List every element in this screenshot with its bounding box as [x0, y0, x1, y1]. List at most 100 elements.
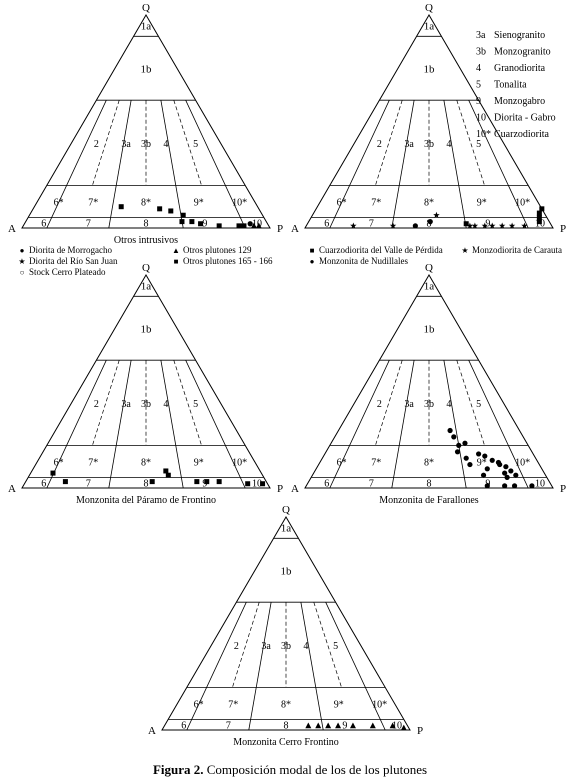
field-label-7: 7	[369, 479, 374, 490]
ratio-line-35	[393, 360, 415, 478]
ratio-line-90	[468, 100, 524, 218]
legend-symbol-label: Diorita del Río San Juan	[29, 256, 118, 266]
ratio-line-65	[300, 602, 322, 720]
vertex-label-q: Q	[425, 262, 433, 274]
field-label-9: 9	[485, 219, 490, 230]
field-label-1b: 1b	[141, 323, 153, 335]
legend-field-name: Tonalita	[494, 80, 527, 91]
triangle-point	[325, 722, 332, 729]
square-point	[241, 223, 247, 229]
ratio-line-35	[110, 360, 132, 478]
field-label-6: 6	[324, 479, 329, 490]
square-point	[245, 481, 251, 487]
ratio-line-low-35	[108, 477, 112, 489]
diagram-title: Monzonita de Farallones	[379, 495, 479, 506]
figure-caption-label: Figura 2.	[152, 762, 204, 777]
ratio-line-35	[110, 100, 132, 218]
triangle-outline	[304, 14, 554, 229]
star-point	[481, 222, 488, 229]
field-label-5: 5	[333, 641, 338, 652]
ratio-line-65	[160, 360, 182, 478]
circle-point	[484, 483, 490, 489]
field-label-8-star: 8*	[141, 197, 151, 208]
square-point	[198, 221, 204, 227]
square-point	[157, 206, 163, 212]
star-point	[466, 222, 474, 229]
dashed-line-23	[375, 360, 403, 446]
ratio-line-10	[191, 602, 247, 720]
field-label-6: 6	[41, 479, 46, 490]
field-label-6-star: 6*	[54, 457, 64, 468]
ratio-line-90	[325, 602, 381, 720]
legend-symbol: ■	[174, 257, 179, 266]
field-label-7: 7	[86, 219, 91, 230]
ratio-line-65	[443, 100, 465, 218]
field-label-3b: 3b	[141, 139, 151, 150]
field-label-1a: 1a	[424, 281, 435, 293]
field-label-5: 5	[193, 139, 198, 150]
ratio-line-low-10	[329, 477, 336, 489]
field-label-9: 9	[202, 479, 207, 490]
ratio-line-35	[393, 100, 415, 218]
dashed-line-78	[456, 360, 485, 446]
field-label-8-star: 8*	[424, 457, 434, 468]
field-label-6-star: 6*	[337, 197, 347, 208]
legend-symbol: ★	[461, 246, 468, 255]
circle-point	[462, 440, 468, 446]
legend-field-name: Cuarzodiorita	[494, 129, 550, 140]
circle-point	[463, 455, 469, 461]
field-label-2: 2	[234, 641, 239, 652]
square-point	[179, 219, 185, 225]
vertex-label-a: A	[291, 223, 299, 235]
vertex-label-a: A	[8, 223, 16, 235]
circle-point	[482, 453, 488, 459]
square-point	[149, 479, 155, 485]
circle-point	[412, 223, 418, 229]
field-label-7-star: 7*	[371, 457, 381, 468]
triangle-point	[335, 722, 342, 729]
triangle-point	[305, 722, 312, 729]
square-point	[189, 219, 195, 225]
field-label-8-star: 8*	[281, 699, 291, 710]
circle-point	[489, 457, 495, 463]
legend-field-code: 9	[476, 96, 481, 107]
field-label-10-star: 10*	[232, 197, 247, 208]
field-label-7-star: 7*	[88, 457, 98, 468]
field-label-1b: 1b	[424, 323, 436, 335]
circle-point	[497, 461, 503, 468]
legend-symbol: ○	[20, 268, 25, 277]
legend-field-code: 3a	[476, 30, 486, 41]
legend-symbol-label: Monzonita de Nudillales	[319, 256, 408, 266]
field-label-1b: 1b	[424, 63, 436, 75]
ratio-line-10	[334, 100, 390, 218]
vertex-label-p: P	[560, 483, 566, 495]
circle-point	[454, 449, 461, 455]
figure-caption: Figura 2. Composición modal de los de lo…	[0, 762, 580, 778]
field-label-5: 5	[476, 399, 481, 410]
legend-field-code: 5	[476, 80, 481, 91]
ratio-line-10	[51, 360, 107, 478]
dashed-line-78	[313, 602, 342, 688]
vertex-label-a: A	[291, 483, 299, 495]
circle-point	[529, 483, 535, 489]
legend-field-name: Diorita - Gabro	[494, 113, 556, 124]
legend-symbol-label: Monzodiorita de Carauta	[472, 245, 562, 255]
field-label-4: 4	[446, 139, 451, 150]
legend-field-code: 4	[476, 63, 481, 74]
ratio-line-90	[185, 100, 241, 218]
field-label-3a: 3a	[404, 139, 414, 150]
vertex-label-a: A	[148, 725, 156, 737]
field-label-10: 10	[392, 721, 402, 732]
dashed-line-23	[375, 100, 403, 186]
field-label-6-star: 6*	[194, 699, 204, 710]
square-point	[236, 223, 242, 229]
dashed-line-78	[173, 100, 202, 186]
field-label-10: 10	[252, 219, 262, 230]
star-point	[498, 222, 506, 229]
field-label-1b: 1b	[281, 565, 293, 577]
circle-point	[451, 434, 457, 440]
